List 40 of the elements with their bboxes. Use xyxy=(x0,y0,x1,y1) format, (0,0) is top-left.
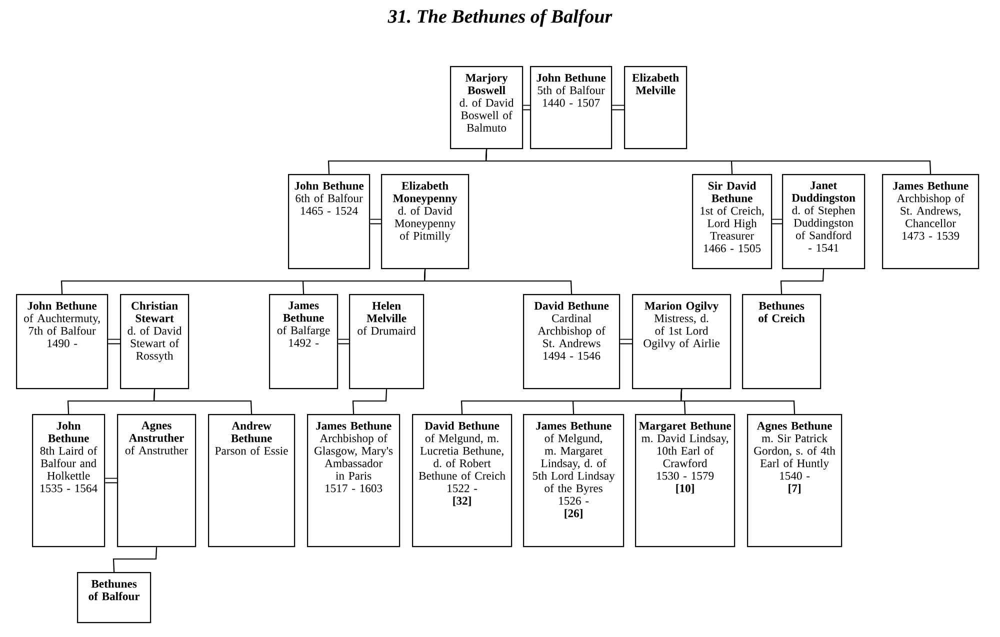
person-box: Marjory Boswell d. of David Boswell of Balmuto xyxy=(450,66,524,150)
descent-line xyxy=(780,269,824,294)
person-box: James Bethune of Melgund, m. Margaret Lindsay, d. of 5th Lord Lindsay of the Byres 1526 - [26] xyxy=(523,414,624,548)
person-box: James Bethune of Balfarge 1492 - xyxy=(269,294,338,390)
person-box: Bethunes of Creich xyxy=(742,294,822,390)
marriage-line xyxy=(522,104,530,110)
person-box: Bethunes of Balfour xyxy=(77,572,152,624)
marriage-line xyxy=(772,218,782,224)
person-box: Elizabeth Melville xyxy=(624,66,688,150)
marriage-line xyxy=(108,338,120,344)
diagram-title: 31. The Bethunes of Balfour xyxy=(388,9,612,27)
descent-line xyxy=(485,149,932,174)
descent-line xyxy=(352,389,388,414)
marriage-line xyxy=(338,338,350,344)
descent-line xyxy=(153,389,252,414)
person-box: Andrew Bethune Parson of Essie xyxy=(208,414,296,548)
person-box: Sir David Bethune 1st of Creich, Lord High Treasurer 1466 - 1505 xyxy=(692,174,772,270)
person-box: John Bethune of Auchtermuty, 7th of Balfour 1490 - xyxy=(16,294,108,390)
person-box: Agnes Anstruther of Anstruther xyxy=(117,414,196,548)
person-box: John Bethune 6th of Balfour 1465 - 1524 xyxy=(288,174,370,270)
person-box: James Bethune Archbishop of Glasgow, Mary's Ambassador in Paris 1517 - 1603 xyxy=(307,414,400,548)
person-box: David Bethune Cardinal Archbishop of St. Andrews 1494 - 1546 xyxy=(523,294,620,390)
descent-line xyxy=(680,389,796,414)
person-box: James Bethune Archbishop of St. Andrews, Chancellor 1473 - 1539 xyxy=(882,174,980,270)
person-box: Margaret Bethune m. David Lindsay, 10th Earl of Crawford 1530 - 1579 [10] xyxy=(635,414,736,548)
descent-line xyxy=(424,269,572,294)
marriage-line xyxy=(370,218,382,224)
person-box: Janet Duddingston d. of Stephen Duddingston of Sandford - 1541 xyxy=(782,174,866,270)
person-box: Agnes Bethune m. Sir Patrick Gordon, s. of 4th Earl of Huntly 1540 - [7] xyxy=(747,414,842,548)
person-box: Elizabeth Moneypenny d. of David Moneypenny of Pitmilly xyxy=(381,174,470,270)
person-box: John Bethune 8th Laird of Balfour and Holkettle 1535 - 1564 xyxy=(32,414,106,548)
person-box: Christian Stewart d. of David Stewart of Rossyth xyxy=(120,294,190,390)
marriage-line xyxy=(620,338,632,344)
person-box: David Bethune of Melgund, m. Lucretia Bethune, d. of Robert Bethune of Creich 1522 - [32] xyxy=(412,414,512,548)
descent-line xyxy=(112,547,158,572)
marriage-line xyxy=(612,104,624,110)
person-box: Helen Melville of Drumaird xyxy=(349,294,424,390)
person-box: John Bethune 5th of Balfour 1440 - 1507 xyxy=(530,66,612,150)
marriage-line xyxy=(104,478,118,484)
person-box: Marion Ogilvy Mistress, d. of 1st Lord Ogilvy of Airlie xyxy=(632,294,732,390)
